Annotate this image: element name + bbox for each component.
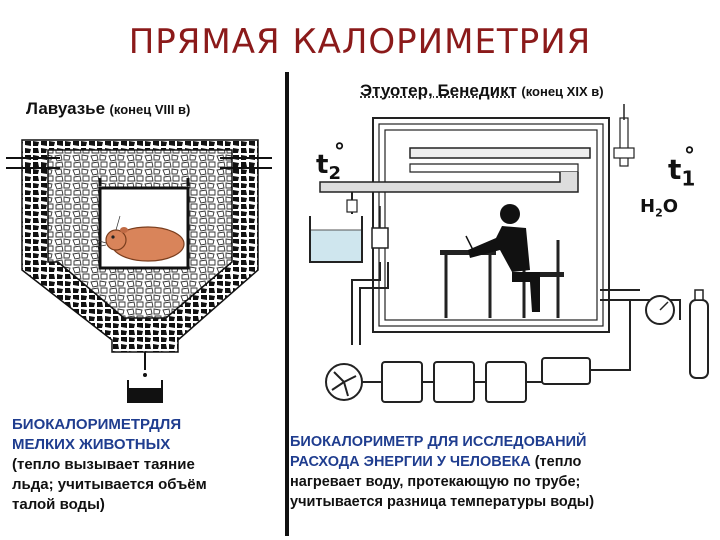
page-title: ПРЯМАЯ КАЛОРИМЕТРИЯ	[128, 22, 592, 62]
seated-man-writing-icon	[440, 204, 564, 318]
right-caption-line2: РАСХОДА ЭНЕРГИИ У ЧЕЛОВЕКА (тепло	[290, 454, 582, 470]
right-caption: БИОКАЛОРИМЕТР ДЛЯ ИССЛЕДОВАНИЙ РАСХОДА Э…	[290, 432, 720, 512]
left-caption-line5: талой воды)	[12, 496, 105, 513]
guinea-pig-icon	[95, 215, 185, 262]
gauge-icon	[645, 295, 675, 325]
left-caption-line4: льда; учитывается объём	[12, 476, 207, 493]
label-t1: t1	[668, 153, 696, 191]
left-caption-line1: БИОКАЛОРИМЕТРДЛЯ	[12, 416, 182, 433]
left-header-note: (конец VIII в)	[109, 102, 191, 117]
left-caption-line2: МЕЛКИХ ЖИВОТНЫХ	[12, 436, 171, 453]
left-header-name: Лавуазье	[26, 99, 106, 118]
left-caption: БИОКАЛОРИМЕТРДЛЯ МЕЛКИХ ЖИВОТНЫХ (тепло …	[12, 415, 282, 515]
right-header-name: Этуотер, Бенедикт	[360, 81, 517, 100]
right-caption-line1: БИОКАЛОРИМЕТР ДЛЯ ИССЛЕДОВАНИЙ	[290, 434, 587, 450]
gas-cylinder-icon	[689, 289, 709, 379]
right-header: Этуотер, Бенедикт (конец XIX в)	[360, 81, 604, 101]
right-caption-line4: учитывается разница температуры воды)	[290, 494, 595, 510]
left-header: Лавуазье (конец VIII в)	[26, 99, 190, 119]
label-t2: t2	[316, 150, 341, 185]
column-divider	[285, 72, 289, 536]
fan-icon	[325, 363, 363, 401]
right-header-note: (конец XIX в)	[521, 84, 604, 99]
label-h2o: H2O	[640, 196, 679, 220]
right-caption-line3: нагревает воду, протекающую по трубе;	[290, 474, 581, 490]
label-t1-degree: °	[684, 144, 695, 169]
left-caption-line3: (тепло вызывает таяние	[12, 456, 195, 473]
label-t2-degree: °	[334, 140, 345, 165]
